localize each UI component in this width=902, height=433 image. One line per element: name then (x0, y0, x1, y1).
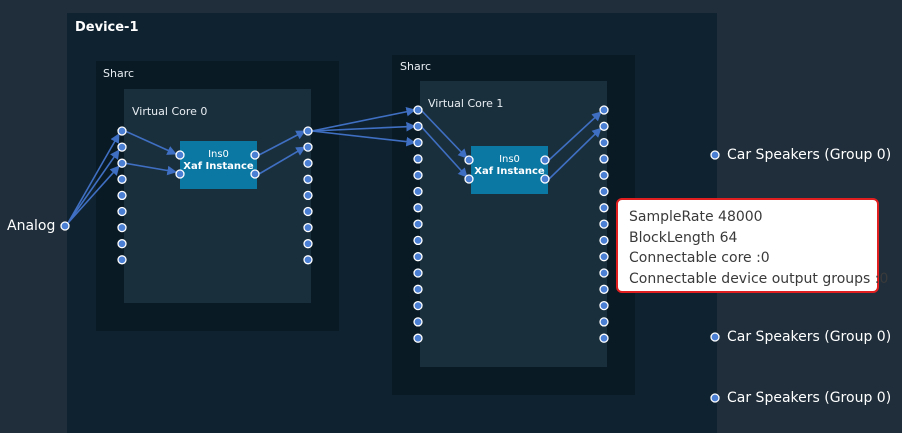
core1-input-port-2[interactable] (413, 137, 423, 148)
core1-output-port-3[interactable] (599, 154, 609, 164)
core1-output-port-7[interactable] (599, 219, 609, 229)
core1-input-port-3[interactable] (413, 154, 423, 164)
core0-output-port-2[interactable] (303, 158, 313, 168)
core0-output-port-5[interactable] (303, 206, 313, 217)
speaker-group-port-2[interactable] (710, 393, 720, 403)
core1-input-port-10[interactable] (413, 268, 423, 278)
wire-inst0-core0out-0[interactable] (258, 130, 306, 156)
xaf-instance-block-1[interactable]: Ins0 Xaf Instance (471, 146, 548, 194)
core0-input-port-1[interactable] (117, 142, 127, 152)
core0-output-port-7[interactable] (303, 239, 313, 249)
virtual-core-0-title: Virtual Core 0 (132, 105, 208, 118)
core0-input-port-6[interactable] (117, 222, 127, 233)
wire-core0-inst0-1[interactable] (124, 162, 177, 176)
core0-input-port-5[interactable] (117, 206, 127, 217)
core1-output-port-11[interactable] (599, 284, 609, 294)
core0-output-port-6[interactable] (303, 222, 313, 233)
core1-input-port-7[interactable] (413, 219, 423, 229)
info-tooltip: SampleRate 48000 BlockLength 64 Connecta… (616, 198, 889, 293)
wire-core0-inst0-0[interactable] (124, 130, 177, 155)
core1-output-port-5[interactable] (599, 186, 609, 197)
wire-core0-core1-2[interactable] (311, 130, 416, 147)
core1-output-port-10[interactable] (599, 268, 609, 278)
core1-output-port-1[interactable] (599, 121, 609, 131)
wire-core0-core1-1[interactable] (311, 121, 416, 132)
core1-output-port-12[interactable] (599, 300, 609, 311)
instance-name-label: Xaf Instance (183, 161, 254, 172)
instance0-port-2[interactable] (250, 150, 260, 160)
wire-analog-core0-0[interactable] (67, 133, 120, 224)
tooltip-line-sample-rate: SampleRate 48000 (629, 209, 763, 225)
sharc-title-0: Sharc (103, 67, 135, 80)
core1-output-port-6[interactable] (599, 203, 609, 213)
analog-output-port[interactable] (60, 221, 70, 231)
speaker-group-port-1[interactable] (710, 332, 720, 342)
core1-input-port-6[interactable] (413, 203, 423, 213)
core0-input-port-7[interactable] (117, 239, 127, 249)
wire-core1-inst1-0[interactable] (420, 109, 468, 159)
sharc-title-1: Sharc (400, 60, 432, 73)
tooltip-line-block-length: BlockLength 64 (629, 229, 738, 246)
output-label-2: Car Speakers (Group 0) (727, 390, 892, 406)
core1-input-port-1[interactable] (413, 121, 423, 131)
speaker-group-port-0[interactable] (710, 150, 720, 160)
output-label-1: Car Speakers (Group 0) (727, 329, 892, 345)
core1-input-port-14[interactable] (413, 333, 423, 343)
core1-output-port-2[interactable] (599, 137, 609, 148)
wire-analog-core0-1[interactable] (67, 149, 120, 224)
instance1-port-2[interactable] (540, 155, 550, 165)
core0-input-port-0[interactable] (117, 126, 127, 136)
wire-analog-core0-2[interactable] (67, 165, 120, 224)
core1-output-port-0[interactable] (599, 105, 609, 115)
core0-input-port-3[interactable] (117, 174, 127, 184)
instance0-port-0[interactable] (175, 150, 185, 160)
virtual-core-0[interactable] (124, 89, 311, 303)
xaf-instance-block-0[interactable]: Ins0 Xaf Instance (180, 141, 257, 189)
core1-input-port-12[interactable] (413, 300, 423, 311)
device-title: Device-1 (75, 20, 139, 35)
wire-inst1-core1out-1[interactable] (548, 127, 602, 180)
core0-input-port-4[interactable] (117, 190, 127, 201)
core0-output-port-1[interactable] (303, 142, 313, 152)
wire-inst1-core1out-0[interactable] (548, 111, 602, 161)
instance-id-label: Ins0 (208, 149, 229, 160)
core1-input-port-4[interactable] (413, 170, 423, 180)
core0-input-port-8[interactable] (117, 255, 127, 265)
core1-input-port-13[interactable] (413, 317, 423, 327)
core1-output-port-13[interactable] (599, 317, 609, 327)
core1-input-port-11[interactable] (413, 284, 423, 294)
instance-id-label: Ins0 (499, 154, 520, 165)
core0-output-port-8[interactable] (303, 255, 313, 265)
core1-input-port-9[interactable] (413, 252, 423, 262)
tooltip-line-connectable-output-groups: Connectable device output groups :0 (629, 270, 889, 287)
instance1-port-0[interactable] (464, 155, 474, 165)
core1-output-port-8[interactable] (599, 235, 609, 246)
core0-input-port-2[interactable] (117, 158, 127, 168)
instance0-port-1[interactable] (175, 169, 185, 179)
core1-input-port-5[interactable] (413, 186, 423, 197)
core0-output-port-3[interactable] (303, 174, 313, 184)
input-label-analog: Analog (7, 218, 56, 234)
wire-core0-core1-0[interactable] (311, 107, 416, 132)
core0-output-port-4[interactable] (303, 190, 313, 201)
core1-input-port-0[interactable] (413, 105, 423, 115)
output-label-0: Car Speakers (Group 0) (727, 147, 892, 163)
instance1-port-3[interactable] (540, 174, 550, 184)
virtual-core-1[interactable] (420, 81, 607, 367)
core1-output-port-14[interactable] (599, 333, 609, 343)
instance1-port-1[interactable] (464, 174, 474, 184)
wire-inst0-core0out-1[interactable] (258, 146, 306, 175)
core0-output-port-0[interactable] (303, 126, 313, 136)
tooltip-line-connectable-core: Connectable core :0 (629, 250, 770, 266)
core1-output-port-4[interactable] (599, 170, 609, 180)
core1-output-port-9[interactable] (599, 252, 609, 262)
core1-input-port-8[interactable] (413, 235, 423, 246)
wire-core1-inst1-1[interactable] (420, 125, 468, 178)
instance-name-label: Xaf Instance (474, 166, 545, 177)
instance0-port-3[interactable] (250, 169, 260, 179)
virtual-core-1-title: Virtual Core 1 (428, 97, 504, 110)
